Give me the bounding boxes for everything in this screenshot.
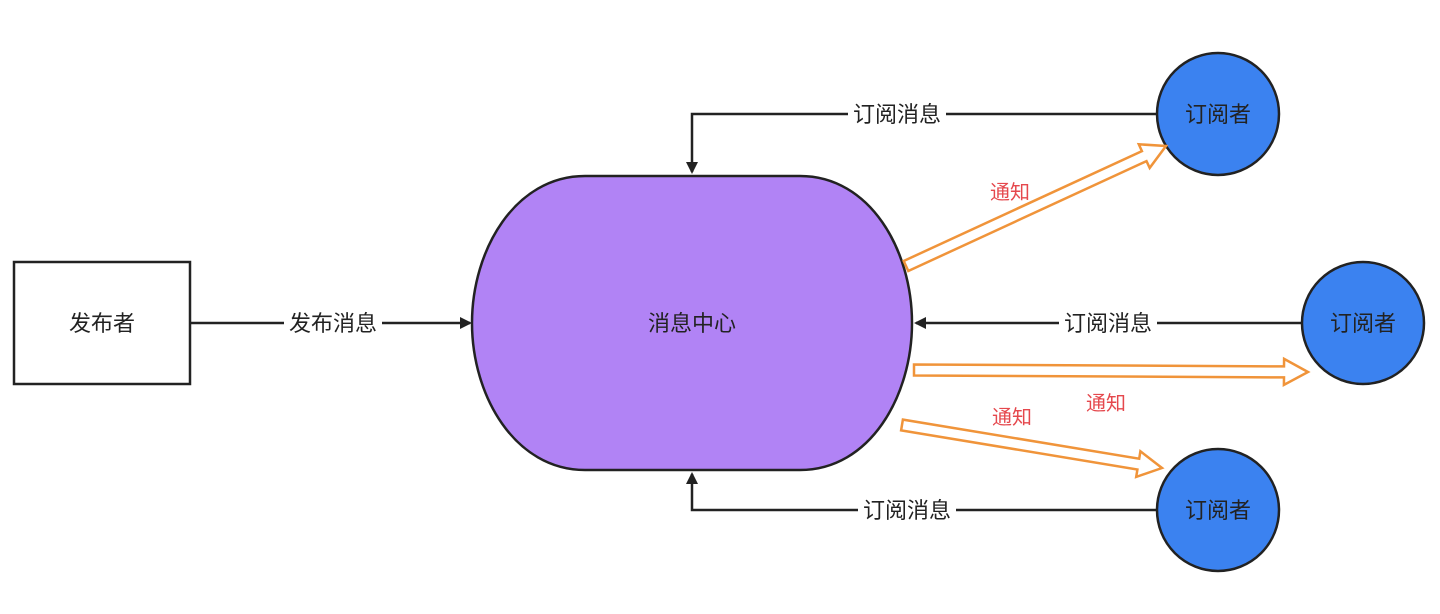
publisher-label: 发布者 — [69, 312, 135, 337]
subscribe-edge-bottom: 订阅消息 — [686, 472, 1157, 526]
publish-edge: 发布消息 — [190, 309, 472, 339]
notify-arrow-mid — [912, 356, 1311, 388]
publisher-node[interactable]: 发布者 — [12, 260, 192, 386]
subscribe-edge-mid-label: 订阅消息 — [1064, 312, 1152, 337]
subscriber-node-mid[interactable]: 订阅者 — [1300, 260, 1426, 386]
notify-mid-label: 通知 — [1086, 391, 1126, 415]
publish-edge-label: 发布消息 — [289, 312, 377, 337]
notify-arrow-shape — [899, 418, 1165, 479]
subscriber-bottom-label: 订阅者 — [1185, 499, 1251, 524]
notify-arrow-bottom — [899, 418, 1165, 479]
notify-arrow-top — [902, 142, 1169, 273]
notify-arrow-shape — [912, 356, 1311, 388]
subscribe-edge-bottom-label: 订阅消息 — [863, 499, 951, 524]
subscribe-edge-top: 订阅消息 — [686, 100, 1157, 174]
notify-bottom-label: 通知 — [992, 405, 1032, 429]
subscriber-node-top[interactable]: 订阅者 — [1155, 51, 1281, 177]
subscriber-top-label: 订阅者 — [1185, 103, 1251, 128]
subscriber-mid-label: 订阅者 — [1330, 312, 1396, 337]
notify-arrow-shape — [902, 142, 1169, 273]
notify-top-label: 通知 — [990, 180, 1030, 204]
subscriber-node-bottom[interactable]: 订阅者 — [1155, 447, 1281, 573]
subscribe-edge-top-label: 订阅消息 — [853, 103, 941, 128]
hub-node[interactable]: 消息中心 — [470, 174, 914, 472]
hub-label: 消息中心 — [648, 312, 736, 337]
subscribe-edge-mid: 订阅消息 — [914, 309, 1302, 339]
